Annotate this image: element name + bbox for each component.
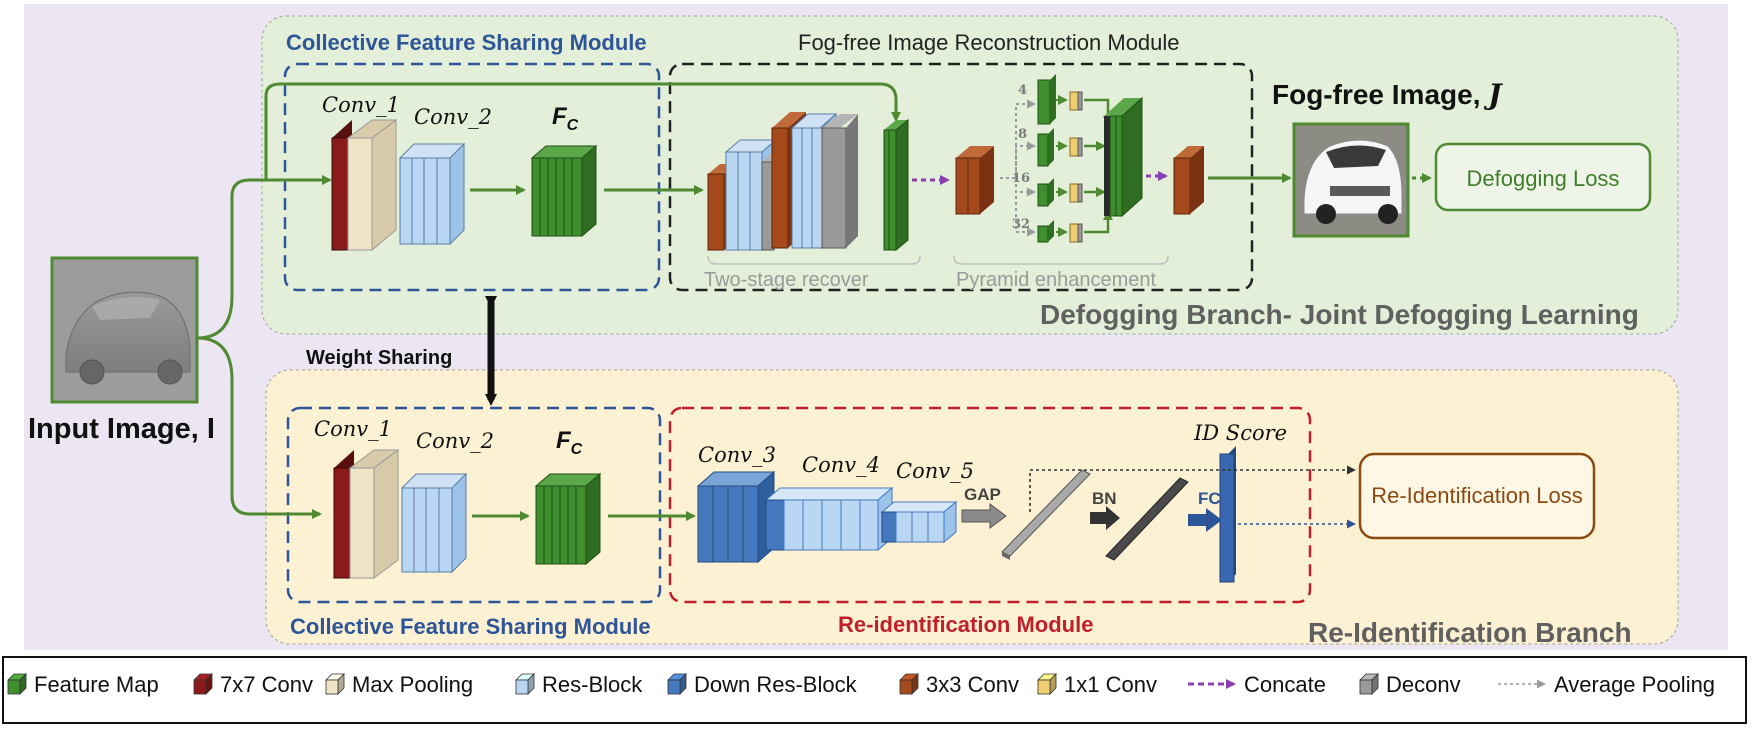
final-conv-top: [1173, 146, 1204, 215]
pyramid-input-conv: [955, 146, 994, 215]
pyramid-enhancement: [1000, 74, 1143, 243]
legend-item-6: 1x1 Conv: [1037, 672, 1157, 697]
pyramid-bracket: [953, 255, 1169, 265]
conv2-label-bottom: Conv_2: [416, 429, 494, 453]
reid-loss-label: Re-Identification Loss: [1371, 483, 1583, 508]
fc-label-top: FC: [552, 103, 579, 134]
reid-module-box: [668, 406, 1312, 604]
bn-vector: [1105, 477, 1189, 561]
legend-label: 7x7 Conv: [220, 672, 313, 697]
pyramid-scale-16: 16: [1012, 171, 1030, 186]
collective-module-box-top: [283, 62, 661, 292]
conv2-block-top: [398, 142, 466, 246]
reid-branch-panel: [265, 369, 1679, 645]
fog-free-image: [1292, 122, 1410, 238]
defogging-loss-label: Defogging Loss: [1467, 166, 1620, 191]
skip-connection-arrow: [264, 82, 901, 180]
legend-item-1: 7x7 Conv: [193, 672, 313, 697]
two-stage-bracket: [707, 255, 921, 265]
fc-feature-maps-top: [530, 144, 598, 238]
recovered-feature-map: [883, 118, 909, 252]
down-res-block-cube-icon: [667, 673, 687, 695]
fc-feature-maps-bottom: [534, 472, 602, 566]
reid-module-title: Re-identification Module: [838, 612, 1093, 637]
gap-label: GAP: [964, 485, 1001, 504]
input-image-label: Input Image, I: [28, 413, 215, 445]
conv3-label: Conv_3: [698, 443, 776, 467]
conv1-label-top: Conv_1: [322, 93, 400, 117]
legend-label: Down Res-Block: [694, 672, 858, 697]
conv4-block: [764, 486, 894, 552]
conv2-label-top: Conv_2: [414, 105, 492, 129]
legend-item-4: Down Res-Block: [667, 672, 858, 697]
legend-label: Feature Map: [34, 672, 159, 697]
input-to-defog-path: [196, 178, 285, 340]
reconstruction-module-title: Fog-free Image Reconstruction Module: [798, 30, 1180, 55]
legend-label: 3x3 Conv: [926, 672, 1019, 697]
conv7x7-cube-icon: [193, 673, 213, 695]
conv1-label-bottom: Conv_1: [314, 417, 392, 441]
legend-item-5: 3x3 Conv: [899, 672, 1019, 697]
conv1x1-cube-icon: [1037, 673, 1057, 695]
fc-layer-arrow: [1188, 508, 1222, 532]
deconv-cube-icon: [1359, 673, 1379, 695]
input-to-reid-arrow: [196, 336, 322, 519]
pyramid-scale-4: 4: [1018, 83, 1027, 98]
collective-module-title-bottom: Collective Feature Sharing Module: [290, 614, 651, 639]
conv1-block-bottom: [333, 449, 400, 579]
weight-sharing-label: Weight Sharing: [306, 347, 452, 369]
conv1-block-top: [331, 119, 398, 252]
res-block-cube-icon: [515, 673, 535, 695]
conv5-block: [880, 500, 958, 544]
legend-item-9: Average Pooling: [1498, 672, 1715, 697]
max-pooling-cube-icon: [325, 673, 345, 695]
two-stage-recover-blocks: [707, 112, 858, 252]
legend-item-8: Deconv: [1359, 672, 1461, 697]
fog-free-image-label: Fog-free Image, J: [1272, 78, 1503, 111]
id-score-vector: [1219, 446, 1236, 583]
two-stage-label: Two-stage recover: [704, 269, 869, 291]
legend-label: 1x1 Conv: [1064, 672, 1157, 697]
fc-label-bottom: FC: [556, 427, 583, 458]
defogging-loss-box: [1434, 142, 1652, 212]
legend-item-0: Feature Map: [7, 672, 159, 697]
conv2-block-bottom: [400, 472, 468, 574]
legend-item-3: Res-Block: [515, 672, 643, 697]
legend-label: Max Pooling: [352, 672, 473, 697]
legend: Feature Map 7x7 Conv Max Pooling Res-Block D…: [7, 672, 1715, 697]
conv5-label: Conv_5: [896, 459, 974, 483]
feature-map-cube-icon: [7, 673, 27, 695]
legend-item-7: Concate: [1188, 672, 1326, 697]
fc-layer-label: FC: [1198, 489, 1221, 508]
pyramid-scale-8: 8: [1018, 127, 1027, 142]
input-image: [50, 256, 199, 404]
bn-label: BN: [1092, 489, 1117, 508]
reid-branch-title: Re-Identification Branch: [1308, 617, 1632, 648]
id-score-label: ID Score: [1193, 421, 1287, 445]
conv3-block: [696, 470, 776, 564]
pyramid-label: Pyramid enhancement: [956, 269, 1157, 291]
bn-arrow: [1090, 506, 1120, 530]
legend-item-2: Max Pooling: [325, 672, 473, 697]
legend-label: Res-Block: [542, 672, 643, 697]
gap-vector: [1001, 469, 1091, 560]
pyramid-scale-32: 32: [1012, 217, 1030, 232]
collective-module-box-bottom: [286, 406, 662, 604]
legend-label: Average Pooling: [1554, 672, 1715, 697]
legend-box: [2, 656, 1747, 724]
conv4-label: Conv_4: [802, 453, 880, 477]
gap-to-reid-loss-arrow: [1029, 465, 1356, 512]
collective-module-title-top: Collective Feature Sharing Module: [286, 30, 647, 55]
legend-label: Concate: [1244, 672, 1326, 697]
defogging-branch-title: Defogging Branch- Joint Defogging Learni…: [1040, 299, 1639, 330]
conv3x3-cube-icon: [899, 673, 919, 695]
gap-arrow: [961, 503, 1007, 529]
legend-label: Deconv: [1386, 672, 1461, 697]
reid-loss-box: [1358, 452, 1596, 540]
